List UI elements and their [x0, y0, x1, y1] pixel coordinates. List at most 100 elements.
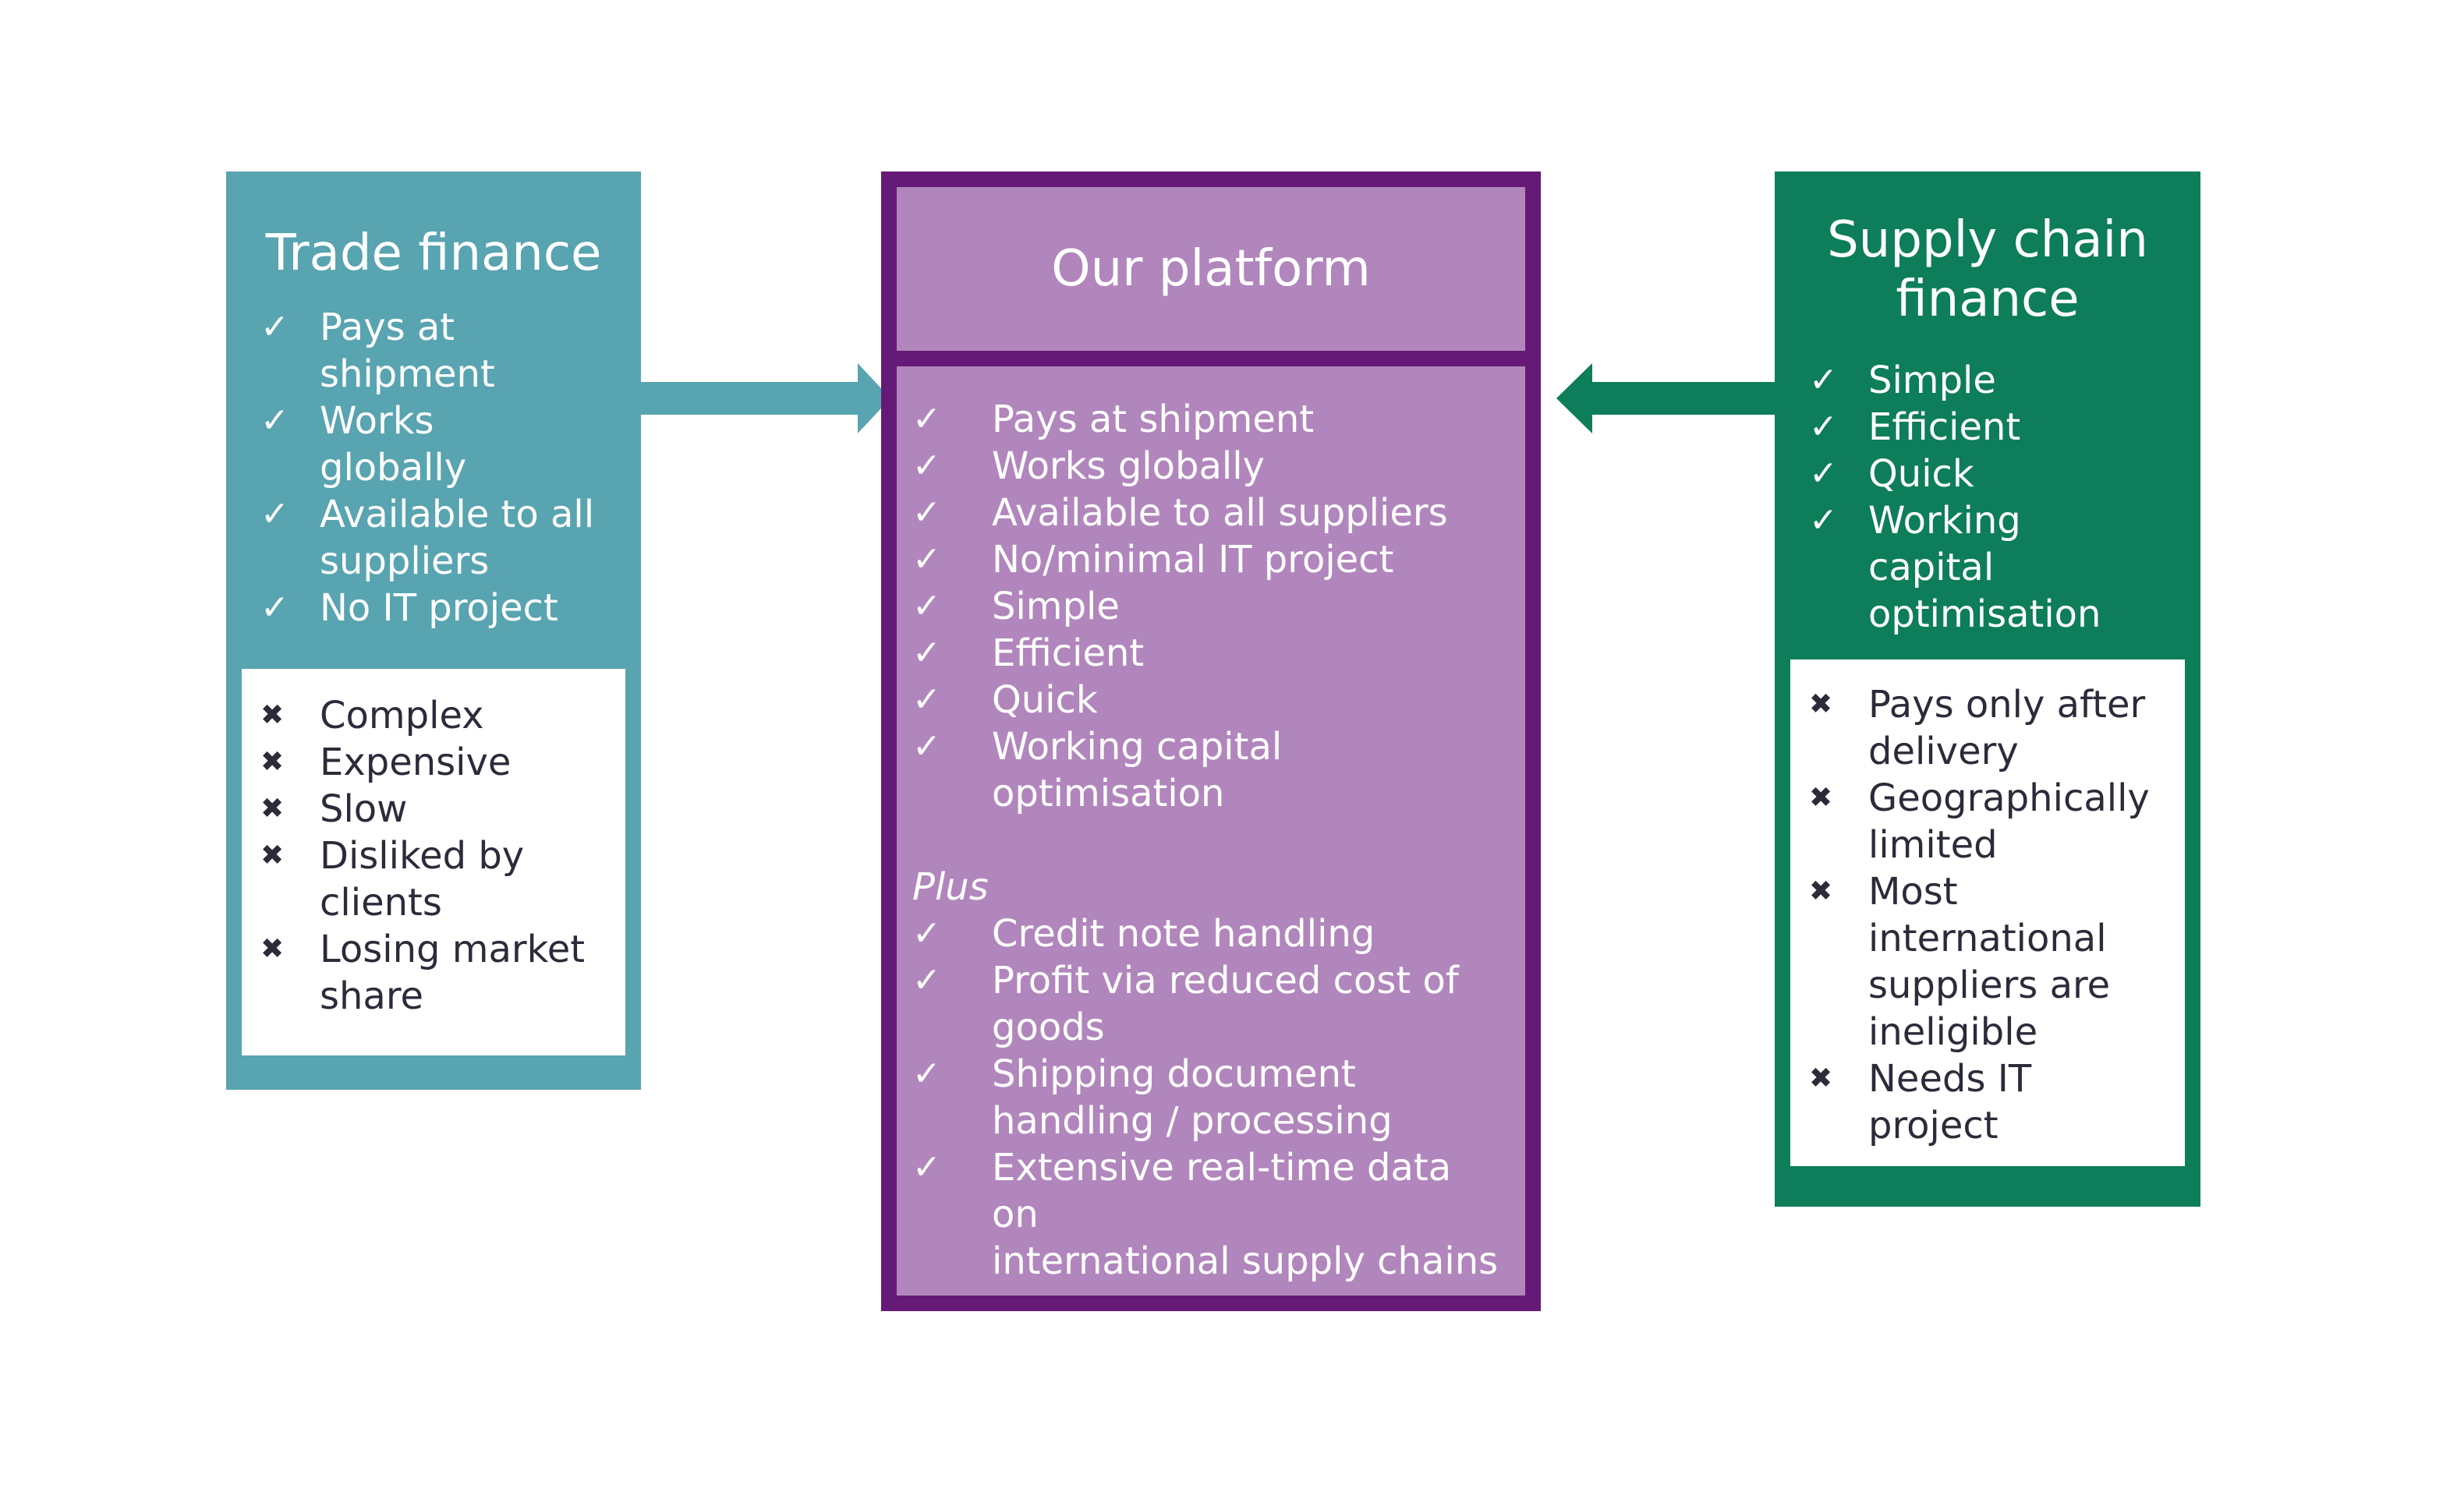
our-platform-panel: Our platform ✓ Pays at shipment ✓ Works glo… [881, 171, 1541, 1311]
list-item: ✖ Complex [242, 692, 625, 739]
list-item: ✓ Profit via reduced cost of goods [912, 957, 1510, 1051]
list-item: ✓No/minimal IT project [912, 536, 1510, 583]
list-item-text: Needs IT project [1868, 1057, 2032, 1147]
checkmark-icon: ✓ [1809, 454, 1838, 493]
checkmark-icon: ✓ [912, 446, 941, 486]
list-item-text: Works globally [320, 399, 467, 490]
list-item: ✓ Simple [1790, 357, 2185, 404]
list-item-text: Works globally [992, 444, 1265, 488]
checkmark-icon: ✓ [260, 401, 289, 440]
supply-chain-finance-title: Supply chain finance [1827, 211, 2148, 328]
list-item-text: Working capital optimisation [1868, 499, 2101, 636]
checkmark-icon: ✓ [912, 633, 941, 673]
list-item-text: Efficient [992, 631, 1145, 675]
list-item: ✓ Works globally [912, 443, 1510, 490]
checkmark-icon: ✓ [912, 680, 941, 719]
checkmark-icon: ✓ [912, 539, 941, 579]
trade-finance-title: Trade finance [265, 224, 602, 282]
list-item-text: Available to all suppliers [320, 493, 595, 583]
checkmark-icon: ✓ [912, 1147, 941, 1187]
list-item: ✓ Quick [912, 677, 1510, 723]
supply-chain-finance-cons-box: ✖ Pays only after delivery ✖ Geographically… [1790, 659, 2185, 1166]
list-item-text: Pays only after delivery [1868, 683, 2146, 773]
cross-icon: ✖ [1809, 1062, 1833, 1094]
checkmark-icon: ✓ [1809, 407, 1838, 447]
list-item: ✓ Efficient [912, 630, 1510, 677]
list-item: ✖ Needs IT project [1790, 1055, 2185, 1149]
checkmark-icon: ✓ [260, 307, 289, 347]
list-item: ✓ No IT project [242, 585, 625, 631]
list-item-text: Shipping document handling / processing [992, 1052, 1393, 1143]
cross-icon: ✖ [1809, 688, 1833, 720]
cross-icon: ✖ [260, 793, 285, 825]
list-item-text: Pays at shipment [992, 398, 1315, 441]
list-item: ✖ Disliked by clients [242, 833, 625, 926]
cross-icon: ✖ [1809, 782, 1833, 814]
list-item-text: Disliked by clients [320, 834, 525, 925]
list-item-text: Losing market share [320, 928, 586, 1018]
list-item-text: Efficient [1868, 405, 2021, 449]
cross-icon: ✖ [260, 699, 285, 731]
checkmark-icon: ✓ [912, 493, 941, 532]
list-item-text: Geographically limited [1868, 776, 2150, 867]
supply-chain-finance-pros-list: ✓ Simple ✓ Efficient ✓ Quick ✓ Working capital … [1790, 357, 2185, 638]
checkmark-icon: ✓ [260, 588, 289, 628]
checkmark-icon: ✓ [1809, 500, 1838, 540]
list-item-text: Slow [320, 787, 408, 831]
arrow-trade-finance-to-platform [641, 363, 890, 433]
list-item: ✓ Shipping document handling / processing [912, 1051, 1510, 1144]
cross-icon: ✖ [1809, 875, 1833, 907]
list-item-text: Simple [992, 585, 1120, 628]
list-item-text: Simple [1868, 359, 1996, 402]
list-item: ✖ Pays only after delivery [1790, 681, 2185, 775]
list-item: ✖ Losing market share [242, 926, 625, 1020]
list-item: ✓ Pays at shipment [242, 304, 625, 398]
cross-icon: ✖ [260, 746, 285, 778]
trade-finance-cons-list: ✖ Complex ✖ Expensive ✖ Slow ✖ Disliked by clie… [242, 692, 625, 1020]
list-item: ✓ Working capital optimisation [912, 723, 1510, 817]
our-platform-plus-list: ✓ Credit note handling ✓ Profit via reduced… [912, 910, 1510, 1285]
trade-finance-panel: Trade finance ✓ Pays at shipment ✓ Works gl… [226, 171, 641, 1090]
checkmark-icon: ✓ [912, 586, 941, 626]
list-item-text: Pays at shipment [320, 306, 495, 396]
list-item-text: Complex [320, 694, 484, 737]
checkmark-icon: ✓ [912, 399, 941, 439]
list-item: ✓ Quick [1790, 451, 2185, 497]
trade-finance-cons-box: ✖ Complex ✖ Expensive ✖ Slow ✖ Disliked by clie… [242, 669, 625, 1055]
our-platform-body: ✓ Pays at shipment ✓ Works globally ✓ Availab… [897, 366, 1525, 1296]
our-platform-header: Our platform [897, 187, 1525, 351]
list-item: ✓ Available to all suppliers [912, 490, 1510, 536]
list-item-text: Quick [992, 678, 1098, 722]
list-item-text: No IT project [320, 586, 558, 630]
arrow-supply-chain-to-platform [1556, 363, 1776, 433]
cross-icon: ✖ [260, 840, 285, 871]
list-item: ✓ Pays at shipment [912, 396, 1510, 443]
list-item-text: Working capital optimisation [992, 725, 1283, 815]
checkmark-icon: ✓ [912, 914, 941, 953]
our-platform-plus-label: Plus [912, 865, 989, 909]
list-item-text: Profit via reduced cost of goods [992, 959, 1459, 1049]
trade-finance-pros-list: ✓ Pays at shipment ✓ Works globally ✓ Availab… [242, 304, 625, 631]
list-item: ✖ Slow [242, 786, 625, 833]
list-item: ✓ Available to all suppliers [242, 491, 625, 585]
list-item: ✓ Working capital optimisation [1790, 497, 2185, 638]
list-item: ✖ Most international suppliers are inelig… [1790, 868, 2185, 1055]
list-item: ✓Extensive real-time data on internation… [912, 1144, 1510, 1285]
list-item-text: Most international suppliers are ineligi… [1868, 870, 2111, 1054]
list-item-text: Quick [1868, 452, 1974, 496]
checkmark-icon: ✓ [912, 960, 941, 1000]
list-item: ✓ Credit note handling [912, 910, 1510, 957]
cross-icon: ✖ [260, 933, 285, 965]
supply-chain-finance-panel: Supply chain finance ✓ Simple ✓ Efficient ✓ Q… [1775, 171, 2200, 1207]
checkmark-icon: ✓ [260, 494, 289, 534]
list-item-text: Available to all suppliers [992, 491, 1448, 535]
list-item: ✓ Works globally [242, 398, 625, 491]
checkmark-icon: ✓ [912, 727, 941, 766]
our-platform-title: Our platform [1051, 240, 1371, 298]
checkmark-icon: ✓ [1809, 360, 1838, 400]
list-item-text: Expensive [320, 741, 512, 784]
checkmark-icon: ✓ [912, 1054, 941, 1094]
list-item: ✖ Geographically limited [1790, 775, 2185, 868]
list-item-text: Credit note handling [992, 912, 1375, 956]
list-item: ✓ Simple [912, 583, 1510, 630]
